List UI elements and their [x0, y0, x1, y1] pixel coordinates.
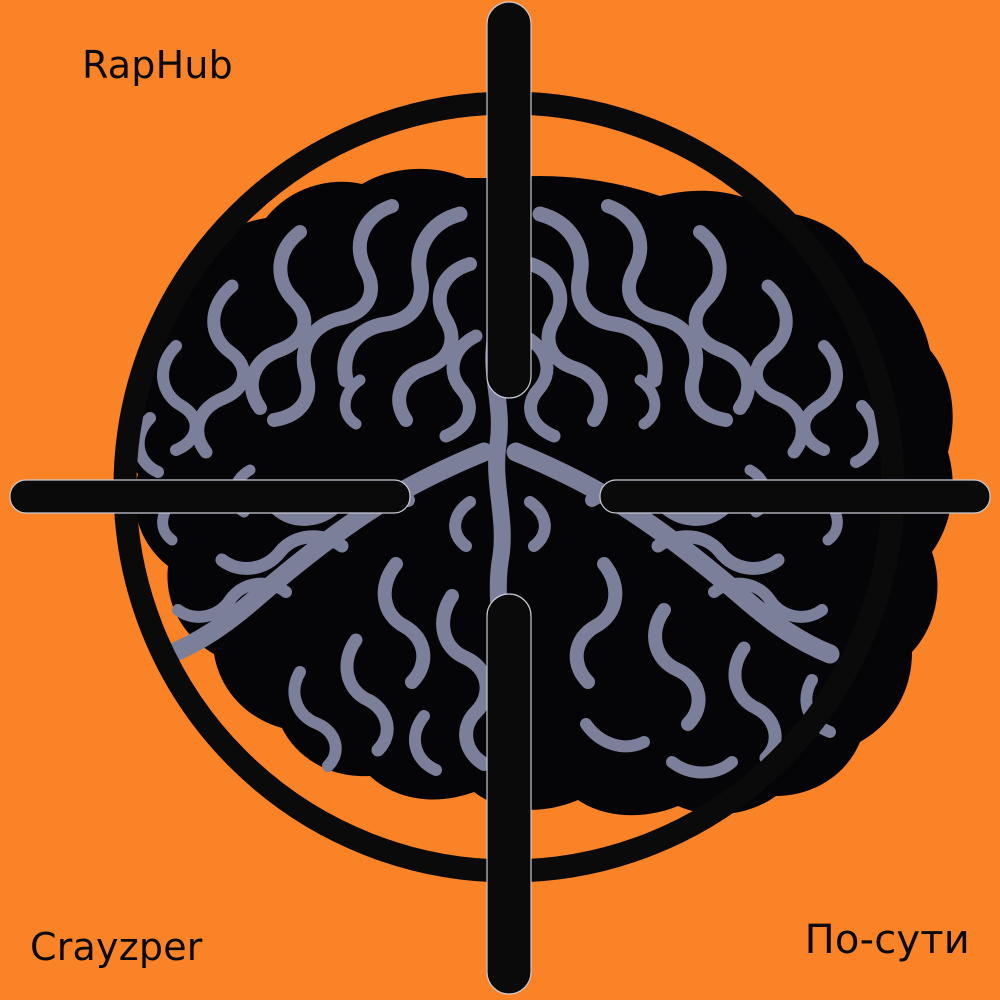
crosshair-arm-left	[9, 479, 411, 514]
caption-top-left: RapHub	[82, 43, 233, 87]
crosshair-arm-right	[599, 479, 991, 514]
caption-bottom-left: Crayzper	[30, 925, 203, 969]
crosshair-arm-bottom	[486, 593, 532, 995]
caption-bottom-right: По-сути	[804, 917, 970, 963]
crosshair-arm-top	[486, 1, 532, 399]
crosshair-reticle	[9, 1, 991, 995]
